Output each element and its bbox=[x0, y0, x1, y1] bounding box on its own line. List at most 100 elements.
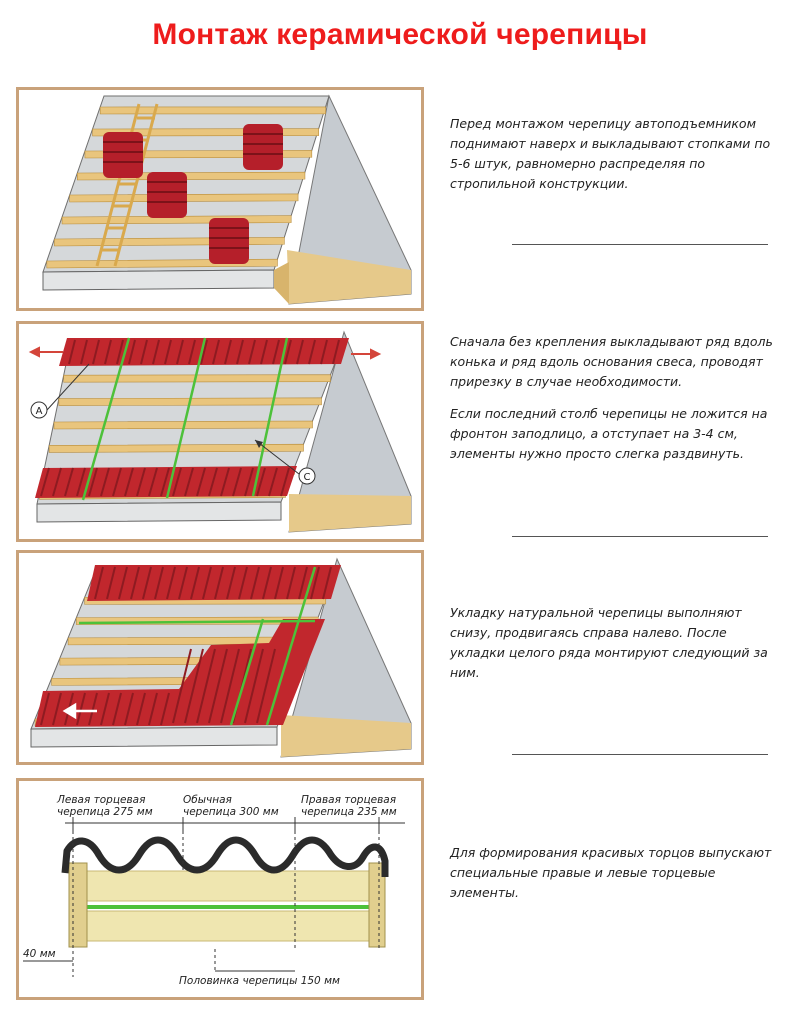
tile-profile bbox=[61, 836, 389, 877]
tile-rib bbox=[296, 339, 304, 365]
tile-rib bbox=[212, 339, 220, 365]
roof-first-rows-diagram: A C bbox=[28, 330, 412, 533]
left-end-tile bbox=[68, 862, 88, 948]
tile-rib bbox=[232, 467, 242, 497]
right-end-tile bbox=[368, 862, 386, 948]
tile-rib bbox=[208, 467, 218, 497]
step-3-illustration bbox=[16, 550, 424, 765]
left-end-tile-label: Левая торцевая bbox=[56, 794, 145, 806]
tile-rib bbox=[160, 692, 170, 726]
tile-rib bbox=[308, 339, 316, 365]
tile-rib bbox=[152, 339, 160, 365]
step-3-description: Укладку натуральной черепицы выполняют с… bbox=[450, 603, 780, 695]
tile-rib bbox=[322, 566, 332, 600]
step-1-description: Перед монтажом черепицу автоподъемником … bbox=[450, 114, 780, 206]
tile-rib bbox=[184, 467, 194, 497]
tile-rib bbox=[172, 648, 192, 724]
tile-rib bbox=[154, 566, 164, 600]
roof-stacks-diagram bbox=[42, 94, 412, 305]
left-arrow-icon bbox=[28, 346, 63, 358]
tile-rib bbox=[298, 566, 308, 600]
tile-rib bbox=[136, 692, 146, 726]
tile-rib bbox=[52, 467, 62, 497]
tile-rib bbox=[200, 339, 208, 365]
ridge-tile-row bbox=[87, 565, 341, 601]
guide-lines bbox=[81, 337, 289, 501]
tile-rib bbox=[260, 339, 268, 365]
membrane-line bbox=[81, 905, 381, 909]
step-4-illustration: Левая торцевая черепица 275 мм Обычная ч… bbox=[16, 778, 424, 1000]
regular-tile-label: черепица 300 мм bbox=[183, 806, 279, 818]
step-2-paragraph: Сначала без крепления выкладывают ряд вд… bbox=[450, 334, 773, 389]
tile-rib bbox=[92, 339, 100, 365]
tile-rib bbox=[76, 467, 86, 497]
tile-stack bbox=[147, 172, 187, 218]
tile-rib bbox=[52, 692, 62, 726]
tile-rib bbox=[256, 648, 276, 724]
eave-tile-row bbox=[35, 466, 297, 498]
divider-line bbox=[512, 244, 768, 245]
tile-rib bbox=[280, 467, 290, 497]
batten bbox=[54, 237, 285, 247]
tile-rib bbox=[68, 339, 76, 365]
tile-rib bbox=[220, 648, 240, 724]
tile-rib bbox=[178, 566, 188, 600]
tile-rib bbox=[226, 566, 236, 600]
marker-a-icon bbox=[30, 401, 48, 419]
tile-rib bbox=[272, 339, 280, 365]
tile-rib bbox=[208, 648, 228, 724]
tile-rib bbox=[274, 566, 284, 600]
marker-a: A bbox=[36, 406, 43, 417]
roof-laying-order-diagram bbox=[30, 557, 412, 758]
top-batten bbox=[80, 870, 382, 902]
tile-rib bbox=[262, 566, 272, 600]
page-title: Монтаж керамической черепицы bbox=[152, 18, 648, 51]
tile-rib bbox=[64, 467, 74, 497]
step-2-illustration: A C bbox=[16, 321, 424, 542]
guide-lines bbox=[78, 566, 317, 726]
ridge-tile-row bbox=[59, 338, 349, 366]
marker-c-icon bbox=[298, 467, 316, 485]
tile-rib bbox=[332, 339, 340, 365]
tile-rib bbox=[100, 692, 110, 726]
right-end-tile-label: Правая торцевая bbox=[301, 794, 396, 806]
tile-rib bbox=[106, 566, 116, 600]
divider-line bbox=[512, 754, 768, 755]
tile-rib bbox=[124, 692, 134, 726]
tile-stack bbox=[103, 132, 143, 178]
dimension-line bbox=[65, 817, 405, 833]
right-arrow-icon bbox=[351, 348, 382, 360]
step-1-paragraph: Перед монтажом черепицу автоподъемником … bbox=[450, 116, 771, 191]
laid-tile-area bbox=[35, 619, 325, 727]
tile-rib bbox=[116, 339, 124, 365]
ladder bbox=[95, 103, 159, 267]
batten bbox=[99, 106, 326, 115]
divider-line bbox=[512, 536, 768, 537]
tile-rib bbox=[248, 339, 256, 365]
tile-rib bbox=[142, 566, 152, 600]
tile-stack bbox=[209, 218, 249, 264]
half-tile-label: Половинка черепицы 150 мм bbox=[179, 975, 340, 987]
tile-rib bbox=[94, 566, 104, 600]
tile-rib bbox=[284, 339, 292, 365]
tile-rib bbox=[128, 339, 136, 365]
step-1-illustration bbox=[16, 87, 424, 311]
tile-rib bbox=[202, 566, 212, 600]
tile-rib bbox=[140, 339, 148, 365]
tile-rib bbox=[190, 566, 200, 600]
tile-rib bbox=[130, 566, 140, 600]
step-2-description: Сначала без крепления выкладывают ряд вд… bbox=[450, 332, 780, 476]
tile-rib bbox=[148, 467, 158, 497]
tile-rib bbox=[244, 467, 254, 497]
right-end-tile-label: черепица 235 мм bbox=[301, 806, 397, 818]
tile-rib bbox=[100, 467, 110, 497]
step-2-paragraph: Если последний столб черепицы не ложится… bbox=[450, 406, 768, 461]
step-4-paragraph: Для формирования красивых торцов выпуска… bbox=[450, 845, 772, 900]
batten bbox=[48, 443, 304, 453]
tile-rib bbox=[196, 648, 216, 724]
end-tiles-section-diagram: Левая торцевая черепица 275 мм Обычная ч… bbox=[23, 794, 405, 987]
tile-rib bbox=[80, 339, 88, 365]
tile-rib bbox=[214, 566, 224, 600]
tile-rib bbox=[124, 467, 134, 497]
tile-rib bbox=[220, 467, 230, 497]
